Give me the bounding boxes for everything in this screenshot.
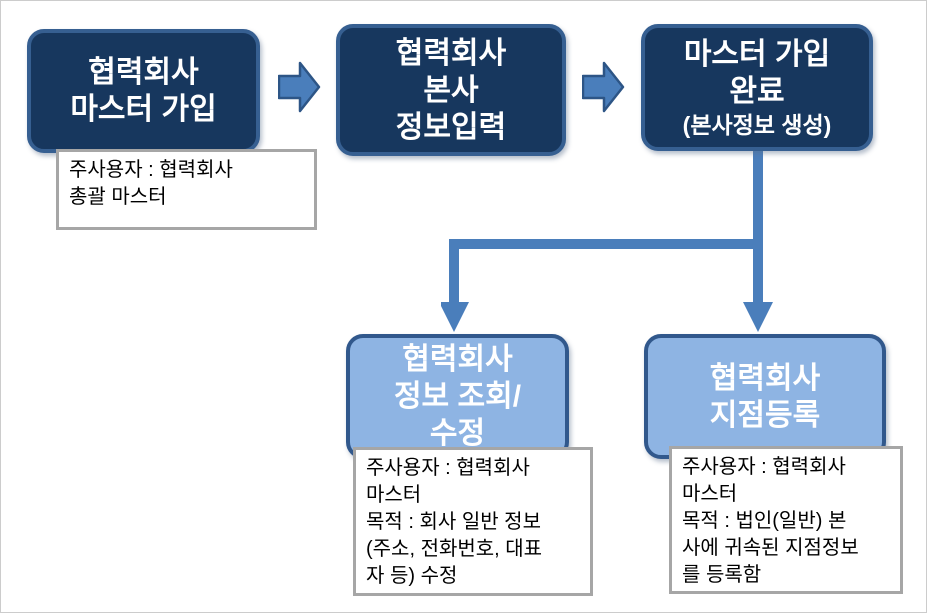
down-arrowhead-right [743,302,773,332]
step1-note: 주사용자 : 협력회사 총괄 마스터 [56,149,317,230]
step3-label: 마스터 가입 [683,37,831,71]
note-line: 주사용자 : 협력회사 [366,457,530,479]
note-line: 마스터 [366,484,422,506]
step3-box-master-signup-complete: 마스터 가입 완료 (본사정보 생성) [641,24,873,151]
step2-label: 정보입력 [395,110,507,144]
step2-label: 본사 [423,73,479,107]
note-line: 사에 귀속된 지점정보 [682,537,859,559]
step1-box-partner-master-signup: 협력회사 마스터 가입 [27,29,260,153]
branch-connector-arrows [441,146,773,332]
note-line: 주사용자 : 협력회사 [69,159,233,181]
branch-left-label: 협력회사 [402,343,513,376]
branch-left-label: 정보 조회/ [393,380,522,413]
step1-label: 협력회사 [88,56,199,89]
branch-right-note: 주사용자 : 협력회사 마스터 목적 : 법인(일반) 본 사에 귀속된 지점정… [669,446,903,594]
step2-label: 협력회사 [395,36,507,70]
note-line: 목적 : 회사 일반 정보 [366,511,541,533]
note-line: 목적 : 법인(일반) 본 [682,510,847,532]
step3-label: 완료 [729,74,785,108]
right-block-arrow-icon [278,61,321,113]
note-line: 를 등록함 [682,564,762,586]
branch-box-partner-info-view-edit: 협력회사 정보 조회/ 수정 [346,334,569,459]
branch-right-label: 지점등록 [709,398,821,432]
note-line: 자 등) 수정 [366,565,458,587]
step3-sublabel: (본사정보 생성) [682,111,832,138]
right-block-arrow-icon [582,61,625,113]
note-line: 마스터 [682,483,738,505]
note-line: 주사용자 : 협력회사 [682,456,846,478]
branch-box-partner-branch-registration: 협력회사 지점등록 [644,334,886,459]
branch-left-note: 주사용자 : 협력회사 마스터 목적 : 회사 일반 정보 (주소, 전화번호,… [353,447,593,596]
branch-left-label: 수정 [429,417,486,450]
branch-right-label: 협력회사 [709,361,821,395]
step1-label: 마스터 가입 [70,93,217,126]
note-line: (주소, 전화번호, 대표 [366,538,543,560]
step2-box-hq-info-entry: 협력회사 본사 정보입력 [336,24,566,156]
note-line: 총괄 마스터 [69,186,167,208]
down-arrowhead-left [441,302,469,332]
